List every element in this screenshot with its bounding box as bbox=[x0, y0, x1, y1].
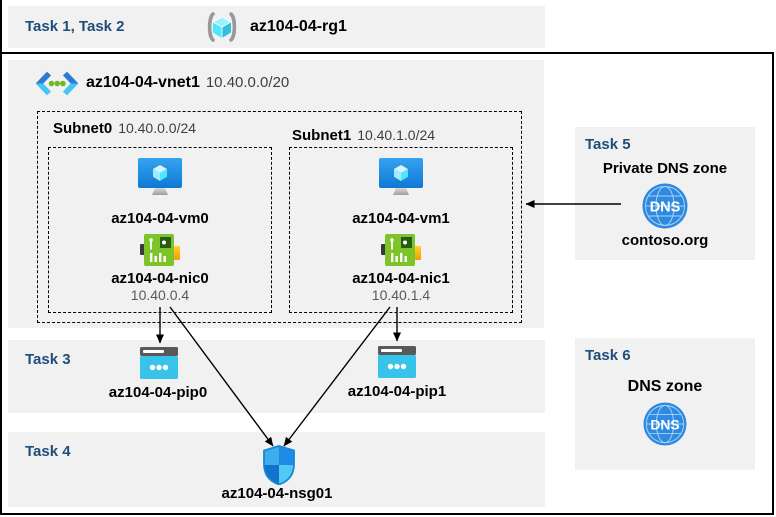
virtual-network-icon bbox=[36, 71, 78, 96]
subnet1-title: Subnet1 10.40.1.0/24 bbox=[292, 127, 435, 145]
task-3-strip: Task 3 az104-04-pip0 az104-04-pip1 bbox=[8, 340, 545, 413]
dns-zone-title: DNS zone bbox=[627, 378, 703, 395]
public-ip-icon bbox=[378, 346, 416, 378]
subnet1-cidr: 10.40.1.0/24 bbox=[357, 127, 436, 143]
vm-name: az104-04-vm1 bbox=[352, 210, 450, 227]
subnet0-name: Subnet0 bbox=[53, 120, 113, 137]
nic-ip: 10.40.0.4 bbox=[130, 287, 190, 303]
task-4-strip: Task 4 az104-04-nsg01 bbox=[8, 432, 545, 507]
task-5-label: Task 5 bbox=[585, 136, 631, 153]
task-3-label: Task 3 bbox=[25, 351, 71, 368]
dns-icon-text: DNS bbox=[650, 416, 679, 432]
vnet-title: az104-04-vnet1 10.40.0.0/20 bbox=[86, 74, 289, 92]
dns-zone-icon: DNS bbox=[643, 402, 687, 446]
subnet1-name: Subnet1 bbox=[292, 127, 352, 144]
network-interface-icon bbox=[381, 233, 421, 267]
dns-zone-icon: DNS bbox=[642, 183, 688, 229]
resource-group-icon bbox=[204, 11, 240, 43]
pip1-name: az104-04-pip1 bbox=[347, 383, 447, 400]
dns-icon-text: DNS bbox=[650, 200, 681, 216]
subnet0-title: Subnet0 10.40.0.0/24 bbox=[53, 120, 196, 138]
vnet-name: az104-04-vnet1 bbox=[86, 74, 200, 91]
subnets-container-box bbox=[37, 111, 522, 323]
network-security-group-shield-icon bbox=[262, 445, 296, 485]
nsg-name: az104-04-nsg01 bbox=[221, 485, 333, 502]
vnet-cidr: 10.40.0.0/20 bbox=[205, 74, 290, 91]
nic-name: az104-04-nic1 bbox=[352, 270, 450, 287]
task-1-2-label: Task 1, Task 2 bbox=[25, 18, 125, 35]
resource-group-name: az104-04-rg1 bbox=[250, 18, 347, 35]
task-1-2-strip: Task 1, Task 2 az104-04-rg1 bbox=[8, 6, 545, 48]
vm-name: az104-04-vm0 bbox=[111, 210, 209, 227]
virtual-machine-icon bbox=[379, 158, 423, 198]
nic-name: az104-04-nic0 bbox=[111, 270, 209, 287]
private-dns-zone-title: Private DNS zone bbox=[602, 160, 728, 177]
private-dns-zone-name: contoso.org bbox=[621, 232, 709, 249]
pip0-name: az104-04-pip0 bbox=[108, 384, 208, 401]
task-5-box: Task 5 Private DNS zone DNS contoso.org bbox=[575, 127, 755, 260]
public-ip-icon bbox=[140, 347, 178, 379]
subnet0-box: az104-04-vm0 az104-04-nic0 10.40.0. bbox=[48, 147, 272, 313]
subnet1-box: az104-04-vm1 az104-04-nic1 10.40.1. bbox=[289, 147, 513, 313]
task-6-box: Task 6 DNS zone DNS bbox=[575, 338, 755, 470]
task-4-label: Task 4 bbox=[25, 443, 71, 460]
task-6-label: Task 6 bbox=[585, 347, 631, 364]
vnet-area: az104-04-vnet1 10.40.0.0/20 Subnet0 10.40.… bbox=[8, 60, 544, 328]
left-border-segment bbox=[0, 0, 2, 54]
nic-ip: 10.40.1.4 bbox=[371, 287, 431, 303]
network-interface-icon bbox=[140, 233, 180, 267]
virtual-machine-icon bbox=[138, 158, 182, 198]
subnet0-cidr: 10.40.0.0/24 bbox=[118, 120, 197, 136]
